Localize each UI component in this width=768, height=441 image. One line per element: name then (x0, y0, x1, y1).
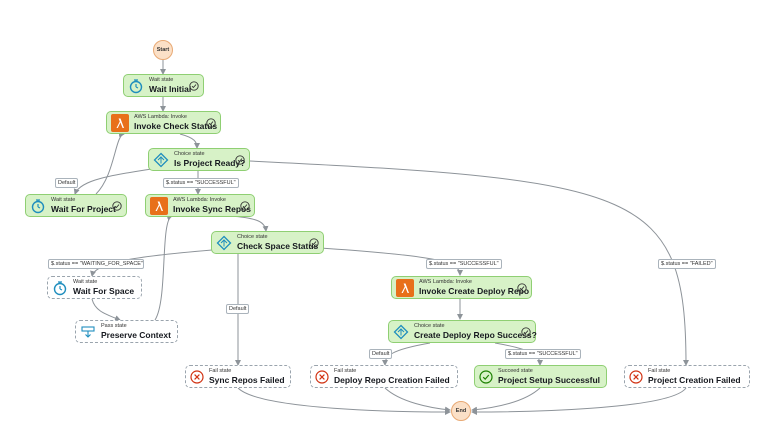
node-name: Wait Initial (149, 83, 192, 94)
edge-label-space-successful: $.status == "SUCCESSFUL" (426, 259, 502, 269)
start-terminal[interactable]: Start (153, 40, 173, 60)
edge-project-success-end (471, 387, 541, 413)
node-type: Wait state (149, 76, 174, 83)
node-name: Create Deploy Repo Success? (414, 329, 537, 340)
node-type: Choice state (237, 233, 268, 240)
node-type: Choice state (414, 322, 445, 329)
check-circle-icon (479, 369, 493, 384)
lambda-icon (396, 278, 414, 297)
edge-is-ready-wait-for-project (73, 166, 166, 195)
node-name: Wait For Project (51, 203, 116, 214)
node-type: Fail state (334, 367, 357, 374)
node-type: Pass state (101, 322, 127, 329)
stopwatch-icon (52, 280, 68, 296)
lambda-icon (111, 113, 129, 132)
edge-invoke-sync-check-space (229, 215, 269, 232)
check-circle-icon (189, 80, 199, 91)
lambda-icon (150, 196, 168, 215)
edge-create-deploy-deploy-failed (382, 342, 431, 366)
node-name: Sync Repos Failed (209, 374, 285, 385)
node-name: Is Project Ready? (174, 157, 246, 168)
check-circle-icon (521, 326, 531, 337)
check-circle-icon (206, 117, 216, 128)
edge-invoke-check-is-ready (179, 133, 200, 149)
node-name: Invoke Check Status (134, 120, 218, 131)
edge-project-failed-end (471, 387, 687, 415)
node-name: Preserve Context (101, 329, 171, 340)
edge-label-space-default: Default (226, 304, 250, 314)
check-circle-icon (235, 154, 245, 165)
end-terminal[interactable]: End (451, 401, 471, 421)
node-type: Fail state (209, 367, 232, 374)
edge-label-ready-successful: $.status == "SUCCESSFUL" (163, 178, 239, 188)
node-name: Project Setup Successful (498, 374, 601, 385)
node-name: Invoke Create Deploy Repo (419, 285, 530, 296)
node-type: AWS Lambda: Invoke (173, 196, 226, 203)
node-type: AWS Lambda: Invoke (134, 113, 187, 120)
choice-diamond-icon (153, 152, 169, 168)
error-circle-icon (190, 369, 204, 384)
edge-deploy-failed-end (384, 387, 451, 413)
edge-wait-for-project-invoke-check (95, 131, 125, 195)
node-type: Wait state (73, 278, 98, 285)
stopwatch-icon (128, 78, 144, 94)
edge-is-ready-project-creation-failed (249, 160, 689, 366)
edge-sync-failed-end (237, 387, 451, 415)
node-name: Project Creation Failed (648, 374, 741, 385)
error-circle-icon (629, 369, 643, 384)
stopwatch-icon (30, 198, 46, 214)
node-name: Deploy Repo Creation Failed (334, 374, 450, 385)
node-name: Check Space Status (237, 240, 319, 251)
choice-diamond-icon (393, 324, 409, 340)
check-circle-icon (517, 282, 527, 293)
edge-label-deploy-default: Default (369, 349, 393, 359)
node-type: Wait state (51, 196, 76, 203)
node-type: Fail state (648, 367, 671, 374)
node-type: Succeed state (498, 367, 533, 374)
edge-wait-for-space-preserve (91, 298, 121, 321)
node-type: AWS Lambda: Invoke (419, 278, 472, 285)
edge-preserve-invoke-sync (154, 214, 173, 321)
node-name: Invoke Sync Repos (173, 203, 251, 214)
pass-state-icon (80, 324, 96, 340)
edge-label-ready-failed: $.status == "FAILED" (658, 259, 716, 269)
edge-label-space-waiting: $.status == "WAITING_FOR_SPACE" (48, 259, 144, 269)
node-name: Wait For Space (73, 285, 135, 296)
edge-label-deploy-successful: $.status == "SUCCESSFUL" (505, 349, 581, 359)
choice-diamond-icon (216, 235, 232, 251)
check-circle-icon (112, 200, 122, 211)
edge-label-ready-default: Default (55, 178, 79, 188)
check-circle-icon (309, 237, 319, 248)
error-circle-icon (315, 369, 329, 384)
check-circle-icon (240, 200, 250, 211)
node-type: Choice state (174, 150, 205, 157)
